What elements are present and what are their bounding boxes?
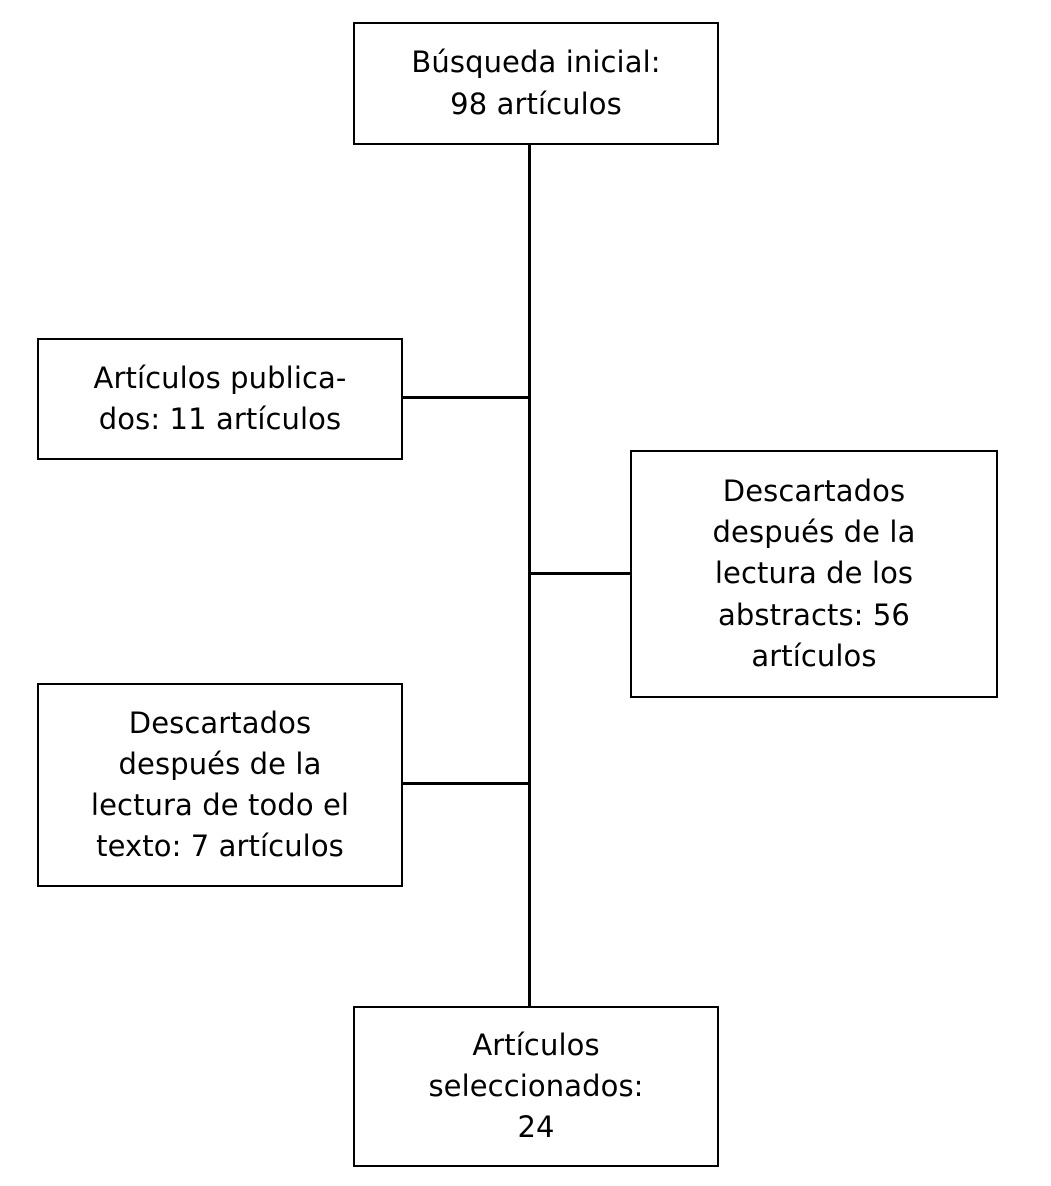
node-discarded-after-abstracts: Descartados después de la lectura de los… [630,450,998,698]
node-selected-articles: Artículos seleccionados: 24 [353,1006,719,1167]
connector-trunk-vertical [528,144,531,1007]
node-published-articles: Artículos publica- dos: 11 artículos [37,338,403,460]
connector-branch-published [402,396,530,399]
node-discarded-after-fulltext: Descartados después de la lectura de tod… [37,683,403,887]
connector-branch-discarded-fulltext [402,782,530,785]
node-initial-search: Búsqueda inicial: 98 artículos [353,22,719,145]
connector-branch-discarded-abstracts [528,572,632,575]
